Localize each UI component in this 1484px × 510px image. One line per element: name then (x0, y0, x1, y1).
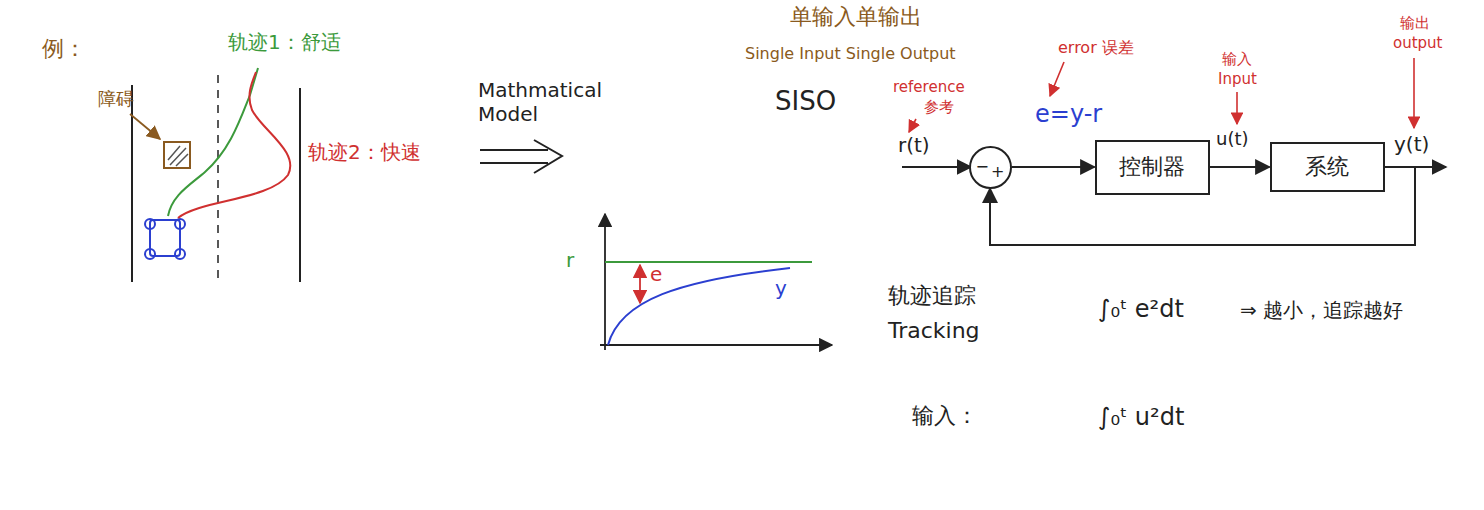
output-curve (608, 268, 790, 345)
note: ⇒ 越小，追踪越好 (1240, 298, 1403, 322)
process-box: 控制器 (1095, 140, 1210, 195)
trajectory-2 (178, 72, 290, 218)
reference-line (605, 261, 812, 263)
connector (1012, 166, 1095, 168)
signal-note: reference (893, 78, 965, 96)
leader-arrow (1236, 92, 1238, 124)
car-wheel (175, 219, 185, 229)
car-wheel (175, 249, 185, 259)
input-signal (902, 166, 971, 168)
trajectory-label: 轨迹2：快速 (308, 140, 421, 164)
signal-note: 输出 (1400, 14, 1430, 32)
process-box: 系统 (1270, 142, 1385, 192)
heading: Single Input Single Output (745, 44, 956, 63)
connector (1210, 166, 1270, 168)
signal-note: output (1393, 34, 1442, 52)
node-text: 控制器 (1119, 154, 1185, 180)
heading: 单输入单输出 (790, 4, 922, 30)
obstacle-hatch (168, 146, 188, 166)
signal-name: y(t) (1394, 132, 1429, 156)
signal-note: 输入 (1222, 50, 1252, 68)
x-axis (600, 344, 832, 346)
y-axis (604, 214, 606, 350)
node-text: 系统 (1305, 154, 1349, 180)
output-signal (1415, 166, 1446, 168)
heading: SISO (775, 86, 836, 117)
trajectory-label: 轨迹1：舒适 (228, 30, 341, 54)
leader-arrow (1050, 62, 1064, 96)
equation: ∫₀ᵗ u²dt (1098, 403, 1184, 432)
equation: ∫₀ᵗ e²dt (1098, 295, 1184, 324)
signal-name: u(t) (1216, 128, 1249, 150)
trajectory-1 (168, 68, 258, 216)
node-text: + (991, 162, 1004, 181)
implies-arrow (480, 140, 562, 173)
error-label: e (650, 262, 662, 286)
note: Tracking (888, 318, 980, 344)
obstacle-label: 障碍 (98, 88, 134, 110)
curve-label: y (775, 276, 787, 300)
car-wheel (145, 249, 155, 259)
obstacle (164, 142, 190, 168)
signal-note: 参考 (924, 98, 954, 116)
leader-arrow (130, 114, 160, 139)
summing-junction: −+ (969, 146, 1012, 189)
signal-note: Input (1218, 70, 1257, 88)
leader-arrow (909, 119, 916, 132)
signal-name: r(t) (898, 133, 930, 157)
car-wheel (145, 219, 155, 229)
note: 输入： (912, 403, 978, 429)
road-edge (299, 88, 301, 282)
equation: e=y-r (1035, 100, 1102, 129)
node-text: − (976, 157, 989, 176)
example-mark: 例： (42, 36, 86, 62)
leader-arrow (1413, 58, 1415, 128)
signal-note: error 误差 (1058, 38, 1134, 57)
curve-label: r (566, 248, 574, 272)
error-arrow (639, 265, 641, 303)
lane-divider (217, 75, 219, 282)
model-label: Mathmatical Model (478, 78, 628, 126)
note: 轨迹追踪 (888, 283, 976, 309)
